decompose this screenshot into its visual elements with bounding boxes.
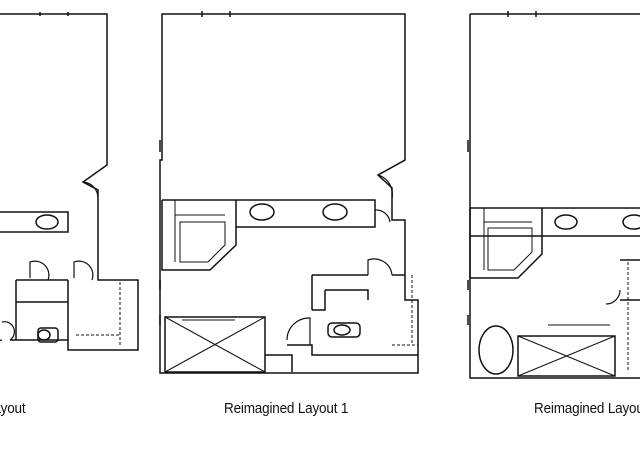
caption-left-layout: Layout [0,400,26,417]
floor-plan-left [0,12,139,351]
floor-plan-right [467,11,640,379]
caption-reimagined-layout-right: Reimagined Layout [534,400,640,417]
floor-plan-middle [159,11,419,374]
caption-reimagined-layout-1: Reimagined Layout 1 [224,400,349,417]
